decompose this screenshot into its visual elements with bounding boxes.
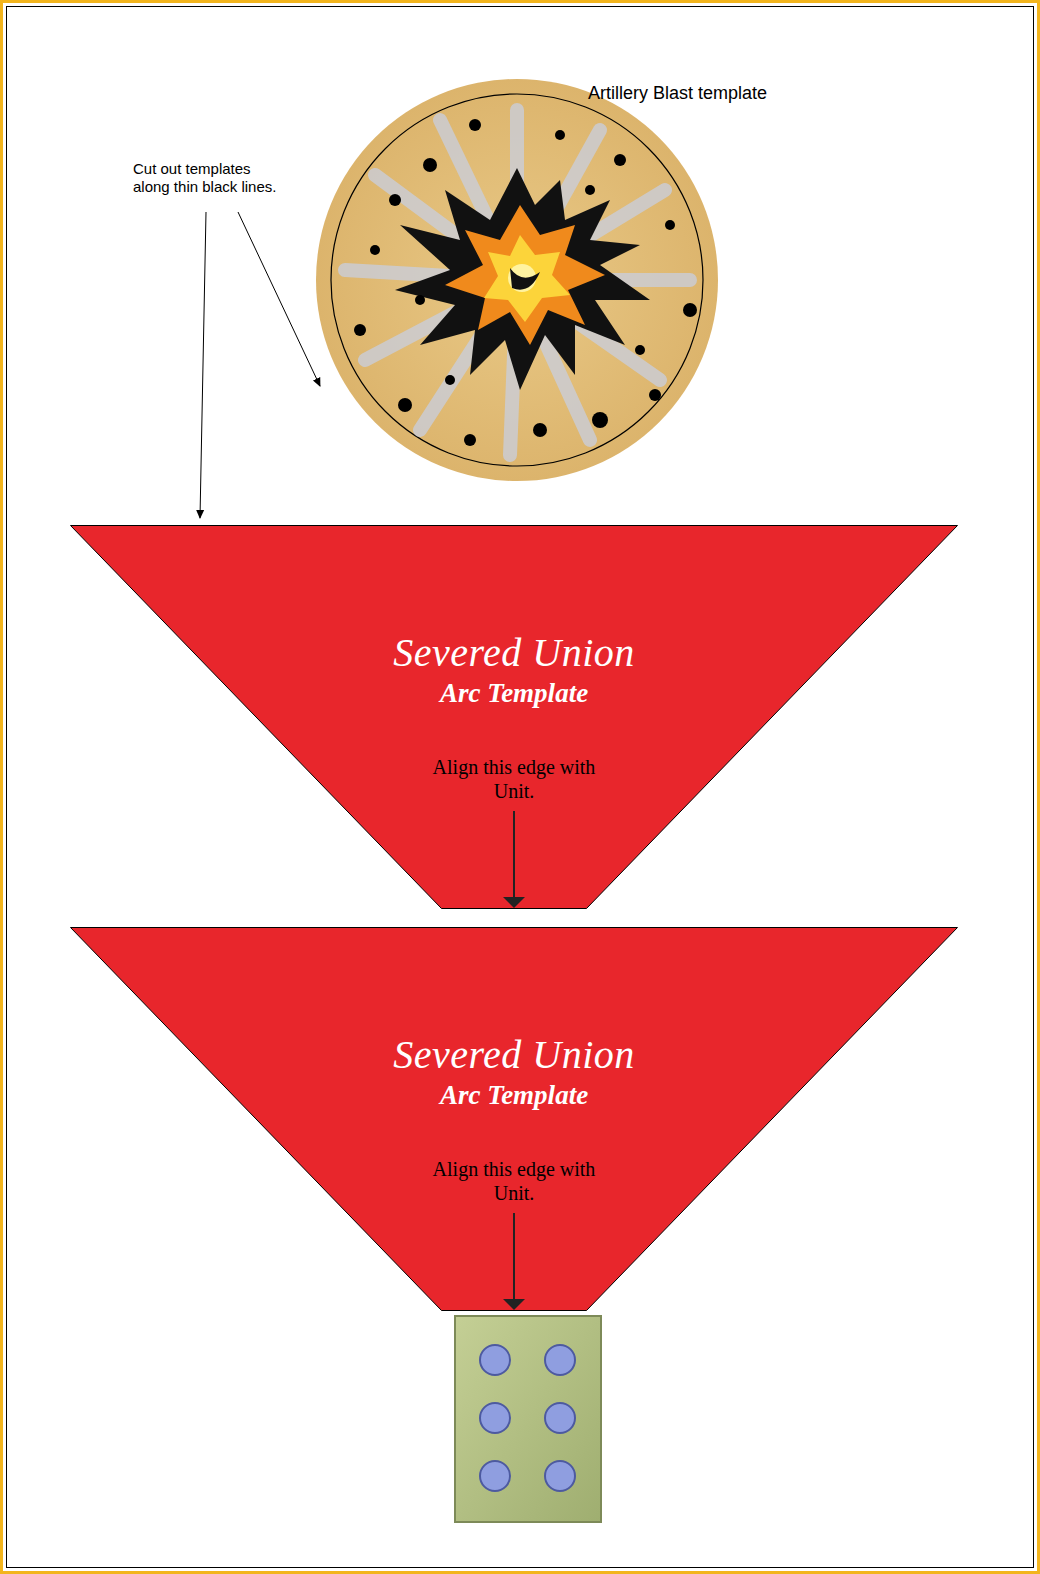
template-subtitle: Arc Template bbox=[264, 677, 764, 709]
arc-shape bbox=[70, 927, 958, 1311]
blast-template bbox=[316, 79, 718, 481]
unit-counter bbox=[455, 1316, 601, 1522]
template-subtitle: Arc Template bbox=[264, 1079, 764, 1111]
template-title: Severed Union bbox=[164, 631, 864, 675]
leader-line bbox=[200, 212, 206, 518]
template-title: Severed Union bbox=[164, 1033, 864, 1077]
arc-template: Severed UnionArc TemplateAlign this edge… bbox=[70, 927, 958, 1311]
arc-template: Severed UnionArc TemplateAlign this edge… bbox=[70, 525, 958, 909]
arc-shape bbox=[70, 525, 958, 909]
align-note: Align this edge with Unit. bbox=[429, 1157, 599, 1205]
instruction-note: Cut out templates along thin black lines… bbox=[133, 160, 283, 196]
align-note: Align this edge with Unit. bbox=[429, 755, 599, 803]
leader-line bbox=[238, 212, 320, 386]
template-name: Artillery Blast template bbox=[588, 82, 828, 104]
